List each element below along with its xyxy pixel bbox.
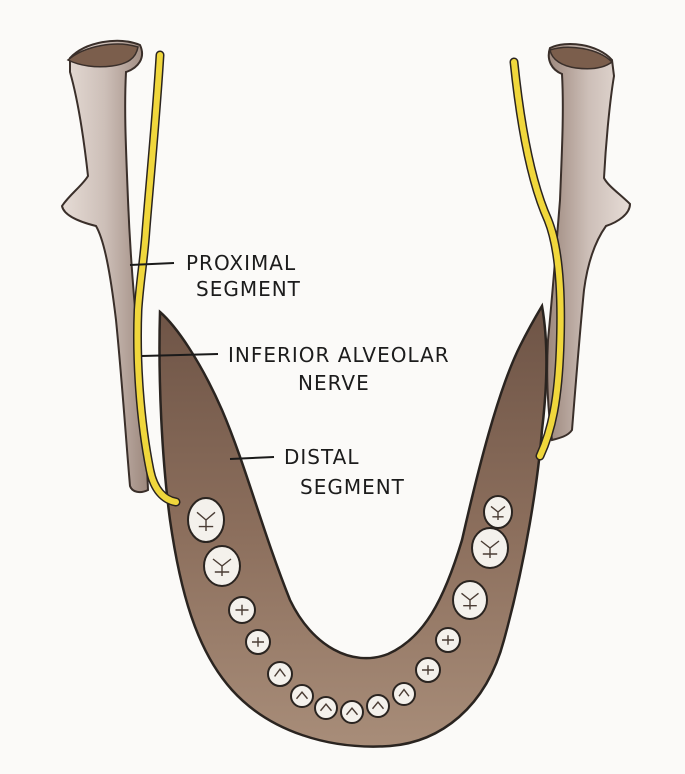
tooth-canine <box>392 682 416 706</box>
tooth-fissure <box>461 592 479 610</box>
right-inferior-alveolar-nerve <box>509 57 566 461</box>
nerve-label-line1: INFERIOR ALVEOLAR <box>228 343 450 367</box>
tooth-crown <box>290 684 314 708</box>
distal-label-line1: DISTAL <box>284 445 359 469</box>
tooth-molar <box>203 545 241 587</box>
tooth-incisor <box>340 700 364 724</box>
tooth-fissure <box>274 668 286 677</box>
distal-label-line2: SEGMENT <box>300 475 405 499</box>
tooth-fissure <box>442 635 454 645</box>
tooth-fissure <box>212 558 232 576</box>
left-proximal-segment <box>60 39 150 494</box>
tooth-canine <box>267 661 293 687</box>
tooth-molar <box>483 495 513 529</box>
tooth-crown <box>392 682 416 706</box>
tooth-crown <box>340 700 364 724</box>
tooth-fissure <box>422 665 434 675</box>
tooth-crown <box>267 661 293 687</box>
tooth-fissure <box>319 703 333 712</box>
distal-leader-line <box>229 456 275 460</box>
tooth-fissure <box>371 701 385 710</box>
tooth-premolar <box>415 657 441 683</box>
tooth-premolar <box>245 629 271 655</box>
tooth-incisor <box>314 696 338 720</box>
left-inferior-alveolar-nerve <box>133 50 181 507</box>
teeth-row <box>187 495 513 724</box>
tooth-fissure <box>398 688 410 697</box>
right-proximal-segment <box>546 43 632 442</box>
tooth-molar <box>471 527 509 569</box>
tooth-fissure <box>480 540 500 558</box>
tooth-fissure <box>252 637 264 647</box>
tooth-fissure <box>295 691 309 700</box>
tooth-fissure <box>490 505 506 520</box>
proximal-label-line2: SEGMENT <box>196 277 301 301</box>
proximal-label-line1: PROXIMAL <box>186 251 296 275</box>
tooth-molar <box>452 580 488 620</box>
nerve-label-line2: NERVE <box>298 371 370 395</box>
tooth-crown <box>366 694 390 718</box>
tooth-incisor <box>366 694 390 718</box>
tooth-fissure <box>196 511 216 531</box>
tooth-premolar <box>228 596 256 624</box>
tooth-fissure <box>345 707 359 716</box>
tooth-incisor <box>290 684 314 708</box>
proximal-leader-line <box>129 262 175 266</box>
tooth-premolar <box>435 627 461 653</box>
tooth-fissure <box>235 604 249 616</box>
tooth-crown <box>314 696 338 720</box>
nerve-leader-line <box>141 353 219 357</box>
tooth-molar <box>187 497 225 543</box>
